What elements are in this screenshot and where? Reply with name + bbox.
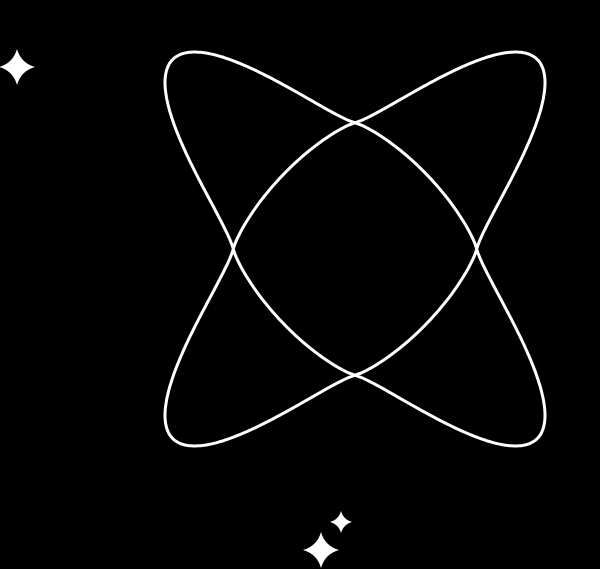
sparkle-top-left-icon [0,49,35,85]
sparkle-bottom-small-icon [330,511,352,533]
sparkle-bottom-large-icon [303,532,339,568]
sparkles-group [0,49,352,568]
crossed-loops-figure [163,50,547,448]
